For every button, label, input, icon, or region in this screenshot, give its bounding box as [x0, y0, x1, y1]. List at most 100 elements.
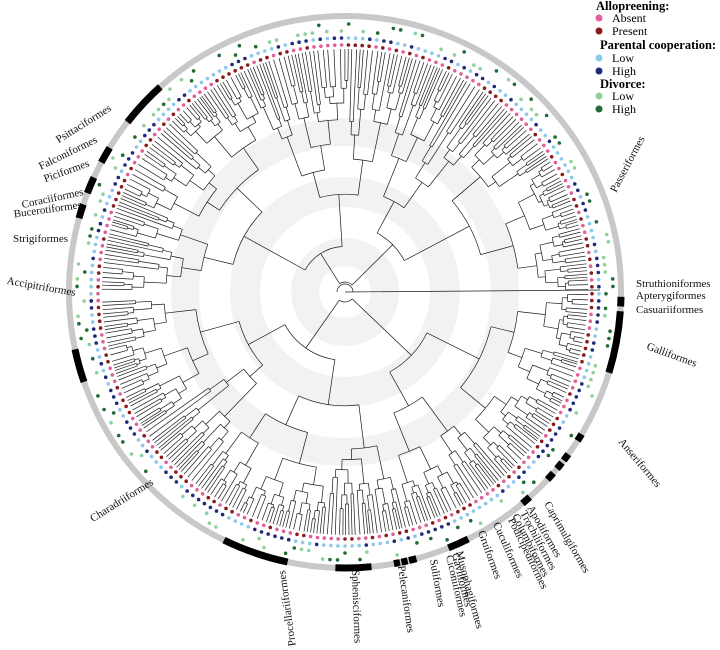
tip-branch [540, 404, 556, 414]
allopreening-dot [488, 90, 493, 94]
allopreening-dot [587, 250, 591, 255]
parental-dot [314, 542, 319, 547]
allopreening-dot [562, 404, 566, 409]
node-arc [218, 437, 224, 442]
parental-dot [440, 525, 444, 529]
node-arc [458, 153, 464, 159]
tip-branch [240, 72, 252, 94]
parental-dot [430, 51, 434, 56]
divorce-dot [468, 518, 473, 523]
stem-branch [542, 258, 553, 262]
allopreening-dot [496, 483, 501, 488]
parental-dot [111, 395, 116, 399]
parental-dot [399, 537, 404, 542]
allopreening-dot [245, 63, 250, 67]
divorce-dot [299, 547, 304, 552]
stem-branch [534, 252, 542, 255]
parental-dot [140, 443, 145, 448]
divorce-dot [86, 241, 91, 245]
allopreening-dot [557, 166, 561, 171]
stem-branch [130, 336, 136, 339]
stem-branch [427, 132, 449, 165]
stem-branch [243, 235, 306, 271]
stem-branch [525, 402, 537, 410]
tip-branch [195, 468, 209, 485]
allopreening-dot [249, 518, 253, 523]
tip-branch [546, 173, 558, 180]
stem-branch [493, 136, 499, 143]
stem-branch [323, 87, 326, 98]
stem-branch [137, 251, 145, 254]
stem-branch [538, 200, 543, 203]
stem-branch [143, 281, 167, 284]
divorce-dot [590, 394, 594, 398]
stem-branch [121, 328, 132, 331]
node-arc [169, 252, 173, 260]
parental-dot [164, 470, 168, 475]
stem-branch [128, 233, 137, 237]
divorce-dot [325, 29, 329, 34]
parental-dot [188, 89, 192, 93]
tip-branch [499, 450, 515, 467]
parental-dot [581, 201, 585, 206]
tip-branch [393, 517, 398, 530]
stem-branch [288, 511, 291, 517]
tip-branch [437, 498, 445, 514]
stem-branch [130, 365, 138, 369]
stem-branch [429, 119, 445, 146]
divorce-dot [445, 538, 449, 542]
tip-branch [557, 197, 570, 204]
tip-branch [455, 497, 461, 507]
allopreening-dot [105, 223, 109, 228]
tip-branch [154, 140, 174, 156]
tip-branch [138, 164, 156, 176]
parental-dot [92, 249, 97, 254]
stem-branch [127, 312, 134, 314]
tip-branch [313, 50, 319, 84]
stem-branch [551, 253, 560, 256]
parental-dot [102, 208, 107, 212]
stem-branch [327, 359, 336, 405]
stem-branch [437, 94, 443, 103]
tip-branch [478, 450, 502, 479]
parental-dot [597, 284, 601, 289]
stem-branch [273, 85, 279, 98]
stem-branch [123, 228, 128, 230]
parental-dot [590, 348, 595, 352]
stem-branch [367, 76, 370, 95]
stem-branch [234, 474, 238, 479]
allopreening-dot [509, 107, 514, 112]
stem-branch [391, 133, 400, 156]
stem-branch [156, 233, 179, 241]
divorce-dot [328, 557, 332, 562]
tip-branch [103, 267, 117, 270]
allopreening-dot [140, 149, 144, 153]
tip-branch [470, 469, 486, 491]
tip-branch [529, 158, 549, 171]
divorce-dot [365, 550, 369, 554]
tip-branch [568, 224, 579, 229]
stem-branch [482, 133, 492, 144]
tip-branch [411, 509, 418, 525]
tip-branch [382, 53, 391, 93]
tip-branch [102, 277, 128, 280]
stem-branch [174, 163, 180, 168]
stem-branch [292, 75, 296, 86]
divorce-dot [415, 541, 419, 545]
stem-branch [193, 115, 198, 120]
parental-dot [214, 509, 219, 513]
stem-branch [180, 165, 195, 176]
allopreening-dot [110, 373, 115, 377]
stem-branch [208, 113, 213, 120]
stem-branch [300, 83, 304, 92]
allopreening-dot [142, 434, 146, 438]
parental-dot [147, 128, 152, 132]
tip-branch [102, 307, 126, 311]
stem-branch [137, 388, 145, 393]
stem-branch [217, 123, 223, 131]
tip-branch [104, 257, 135, 263]
stem-branch [218, 441, 224, 449]
tip-branch [134, 169, 155, 182]
stem-branch [507, 155, 512, 160]
stem-branch [549, 367, 554, 370]
